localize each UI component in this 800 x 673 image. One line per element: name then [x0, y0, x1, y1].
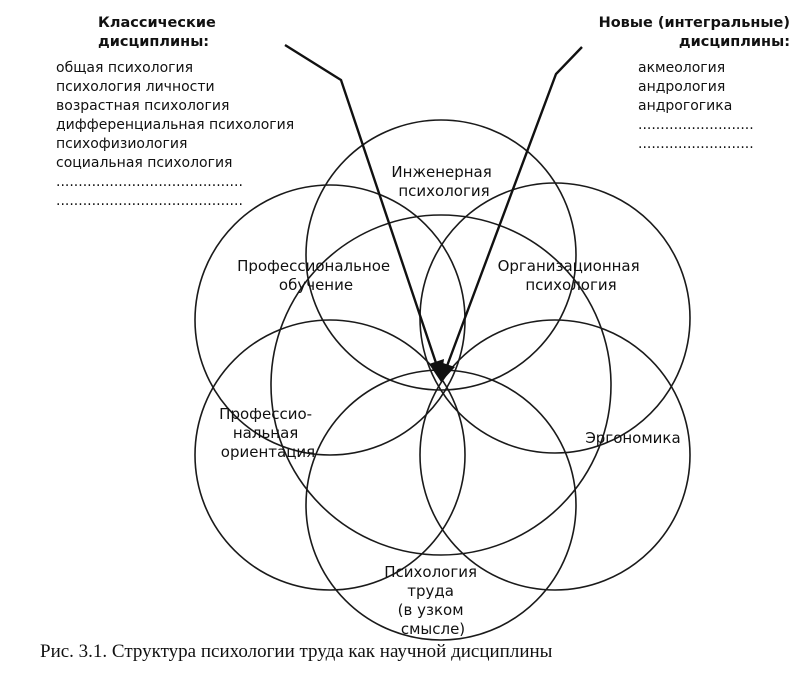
classic-disciplines-title: Классические дисциплины: [56, 14, 346, 52]
classic-discipline-item: дифференциальная психология [56, 117, 295, 133]
classic-discipline-item: социальная психология [56, 155, 233, 171]
circle-center [270, 214, 612, 556]
label-engineering-psychology: Инженерная психология [391, 163, 496, 200]
classic-disciplines-panel: Классические дисциплины: общая психологи… [56, 14, 346, 211]
label-professional-training: Профессиональное обучение [237, 257, 395, 294]
new-discipline-item: акмеология [638, 60, 726, 76]
classic-disciplines-list: общая психология психология личности воз… [56, 59, 346, 211]
new-disciplines-title-line2: дисциплины: [678, 34, 790, 50]
new-disciplines-panel: Новые (интегральные) дисциплины: акмеоло… [560, 14, 790, 154]
classic-discipline-placeholder: ........................................… [56, 193, 243, 209]
label-labor-psychology: Психология труда (в узком смысле) [384, 563, 482, 638]
classic-discipline-item: общая психология [56, 60, 194, 76]
new-disciplines-title: Новые (интегральные) дисциплины: [560, 14, 790, 52]
arrow-head-new [440, 362, 455, 382]
new-discipline-placeholder: .......................... [638, 136, 754, 152]
new-disciplines-title-line1: Новые (интегральные) [598, 15, 790, 31]
new-discipline-item: андрогогика [638, 98, 733, 114]
classic-discipline-item: психофизиология [56, 136, 188, 152]
circle-organizational-psychology [419, 182, 691, 454]
classic-discipline-item: возрастная психология [56, 98, 230, 114]
arrow-from-classic [284, 43, 439, 367]
new-discipline-placeholder: .......................... [638, 117, 754, 133]
new-discipline-item: андрология [638, 79, 726, 95]
new-disciplines-list: акмеология андрология андрогогика ......… [560, 59, 790, 154]
circle-professional-orientation [194, 319, 466, 591]
label-ergonomics: Эргономика [585, 429, 680, 447]
label-professional-orientation: Профессио- нальная ориентация [219, 405, 317, 461]
label-organizational-psychology: Организационная психология [498, 257, 645, 294]
circle-ergonomics [419, 319, 691, 591]
arrow-from-new [445, 46, 583, 367]
figure-caption: Рис. 3.1. Структура психологии труда как… [40, 641, 553, 662]
classic-disciplines-title-line1: Классические [98, 15, 216, 31]
classic-discipline-item: психология личности [56, 79, 215, 95]
circle-engineering-psychology [305, 119, 577, 391]
classic-discipline-placeholder: ........................................… [56, 174, 243, 190]
classic-disciplines-title-line2: дисциплины: [98, 34, 210, 50]
